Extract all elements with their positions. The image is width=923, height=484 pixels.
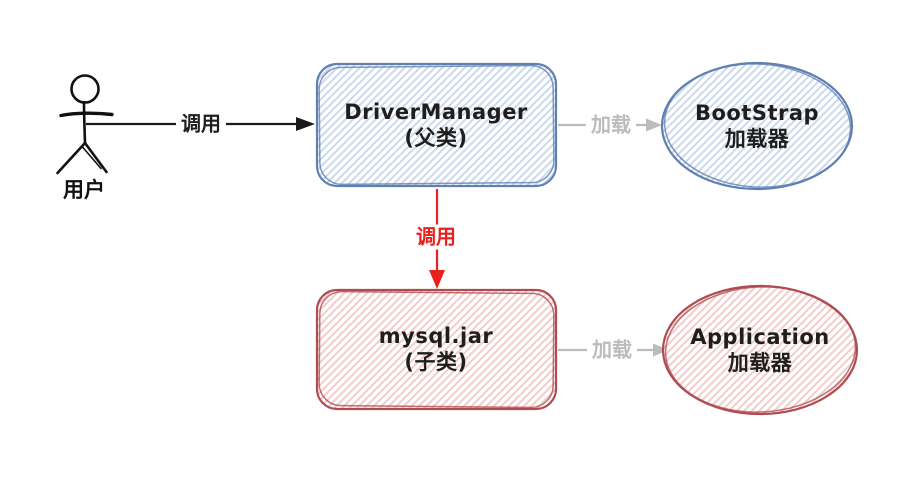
node-application-loader-label: Application 加载器 bbox=[690, 324, 829, 377]
node-bootstrap-loader-subtitle: 加载器 bbox=[724, 127, 790, 151]
node-mysql-jar-subtitle: (子类) bbox=[404, 350, 468, 374]
user-actor-label: 用户 bbox=[63, 177, 105, 202]
node-mysql-jar-title: mysql.jar bbox=[378, 323, 494, 348]
child-load-arrow-label: 加载 bbox=[587, 337, 637, 363]
node-driver-manager-label: DriverManager (父类) bbox=[344, 99, 528, 152]
node-driver-manager-subtitle: (父类) bbox=[404, 126, 468, 150]
node-mysql-jar-label: mysql.jar (子类) bbox=[379, 323, 494, 376]
user-call-arrow-label: 调用 bbox=[176, 111, 226, 137]
node-bootstrap-loader-label: BootStrap 加载器 bbox=[695, 100, 819, 153]
parent-load-arrow-label: 加载 bbox=[586, 112, 636, 138]
node-mysql-jar-shape bbox=[315, 288, 558, 411]
child-call-arrow-label: 调用 bbox=[411, 224, 461, 250]
node-bootstrap-loader-shape bbox=[660, 61, 854, 191]
node-driver-manager-title: DriverManager bbox=[344, 99, 528, 124]
node-application-loader-subtitle: 加载器 bbox=[727, 351, 793, 375]
node-application-loader-shape bbox=[661, 284, 859, 416]
node-bootstrap-loader-title: BootStrap bbox=[694, 100, 820, 125]
node-driver-manager-shape bbox=[315, 62, 558, 188]
node-application-loader-title: Application bbox=[690, 324, 830, 349]
user-actor-icon bbox=[56, 74, 114, 175]
